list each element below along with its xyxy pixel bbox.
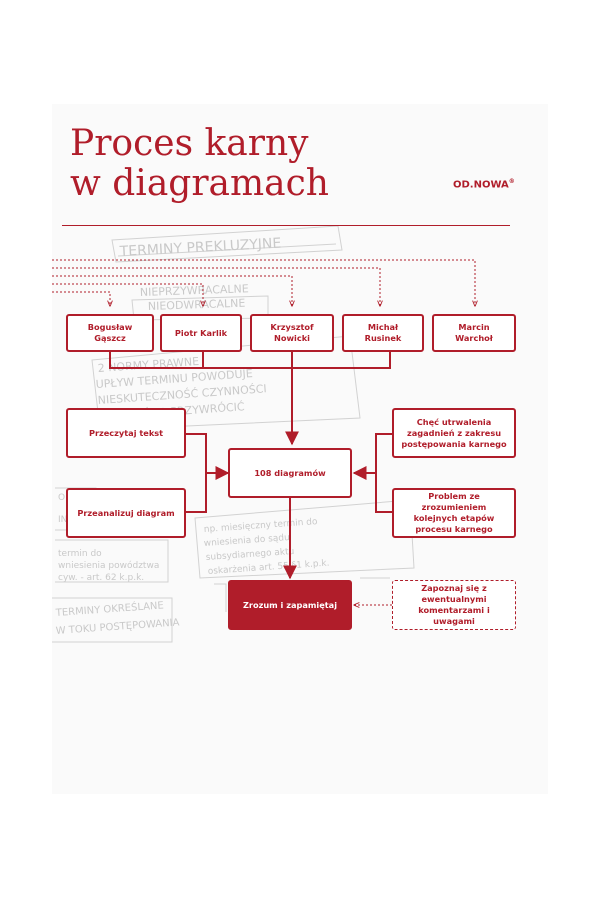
title-line: w diagramach <box>70 163 329 204</box>
result-understand-remember: Zrozum i zapamiętaj <box>228 580 352 630</box>
step-analyze-diagram: Przeanalizuj diagram <box>66 488 186 538</box>
sketch-text: termin do <box>58 549 102 559</box>
sketch-text: NIEPRZYWRACALNE <box>140 282 249 299</box>
book-title: Proces karny w diagramach <box>70 124 329 204</box>
sketch-text: cyw. - art. 62 k.p.k. <box>58 573 144 583</box>
title-line: Proces karny <box>70 123 309 164</box>
author-box-karlik: Piotr Karlik <box>160 314 242 352</box>
title-divider <box>62 225 510 226</box>
motive-consolidate: Chęć utrwalenia zagadnień z zakresu post… <box>392 408 516 458</box>
step-read-text: Przeczytaj tekst <box>66 408 186 458</box>
center-diagram-count: 108 diagramów <box>228 448 352 498</box>
publisher-name: OD.NOWA <box>453 179 509 191</box>
registered-mark: ® <box>508 178 515 185</box>
author-box-rusinek: Michał Rusinek <box>342 314 424 352</box>
author-box-warchol: Marcin Warchoł <box>432 314 516 352</box>
motive-problem: Problem ze zrozumieniem kolejnych etapów… <box>392 488 516 538</box>
sketch-text: wniesienia powództwa <box>58 560 159 571</box>
note-comments: Zapoznaj się z ewentualnymi komentarzami… <box>392 580 516 630</box>
publisher-logo: OD.NOWA® <box>453 178 515 190</box>
author-box-nowicki: Krzysztof Nowicki <box>250 314 334 352</box>
author-box-gaszcz: Bogusław Gąszcz <box>66 314 154 352</box>
sketch-text: NIEODWRACALNE <box>148 297 246 313</box>
